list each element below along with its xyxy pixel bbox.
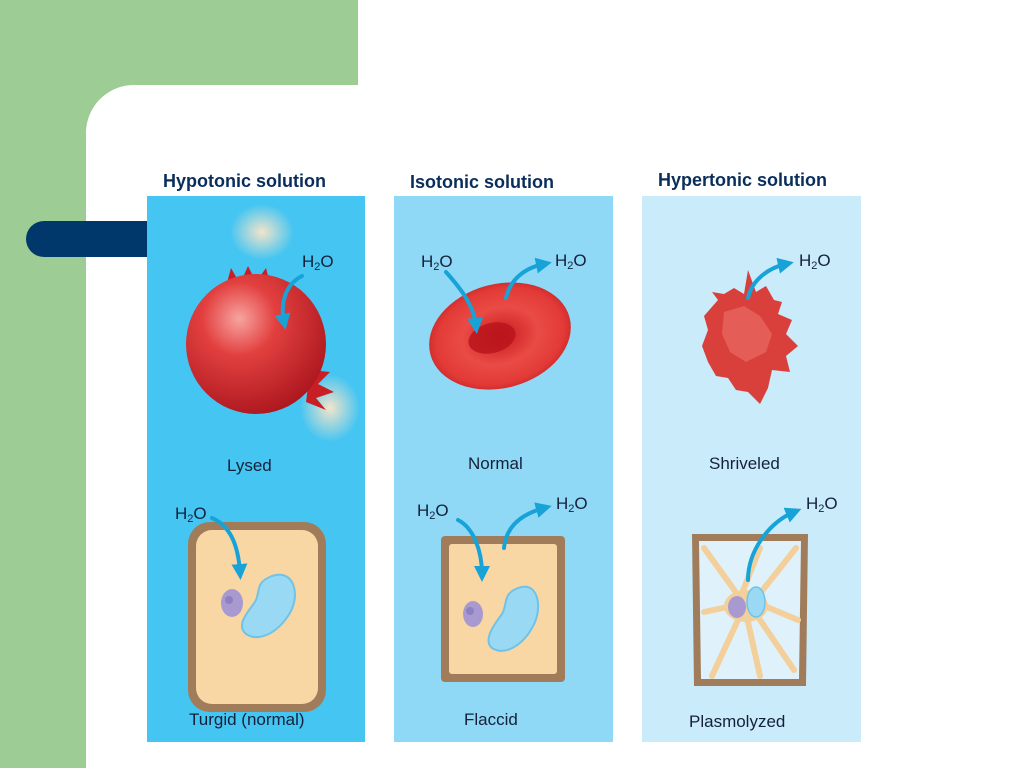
arrow-in-normal [444,270,484,334]
h2o-label: H2O [421,252,453,273]
water-flow-arrows [210,257,802,582]
column-title-hypertonic: Hypertonic solution [658,170,828,190]
label-lysed: Lysed [227,456,272,475]
column-title-isotonic: Isotonic solution [410,172,554,192]
column-title-hypotonic: Hypotonic solution [163,171,326,191]
lysed-red-blood-cell [186,204,360,442]
arrow-out-flaccid [502,502,552,550]
label-flaccid: Flaccid [464,710,518,729]
turgid-plant-cell [188,522,326,712]
h2o-label: H2O [302,252,334,273]
arrow-out-plasmolyzed [746,507,802,582]
arrow-out-normal [504,257,552,300]
normal-red-blood-cell [429,282,571,390]
h2o-label: H2O [806,494,838,515]
arrow-out-shriveled [746,257,794,300]
h2o-label: H2O [175,504,207,525]
label-shriveled: Shriveled [709,454,780,473]
h2o-label: H2O [417,501,449,522]
arrow-in-lysed [274,274,304,330]
flaccid-plant-cell [441,536,565,682]
h2o-label: H2O [799,251,831,272]
h2o-label: H2O [555,251,587,272]
label-normal: Normal [468,454,523,473]
h2o-label: H2O [556,494,588,515]
arrow-in-flaccid [456,518,490,582]
label-plasmolyzed: Plasmolyzed [689,712,786,731]
shriveled-red-blood-cell [702,270,798,404]
slide-accent-bar [26,221,166,257]
label-turgid: Turgid (normal) [189,710,305,729]
plasmolyzed-plant-cell [692,534,808,686]
arrow-in-turgid [210,516,248,580]
